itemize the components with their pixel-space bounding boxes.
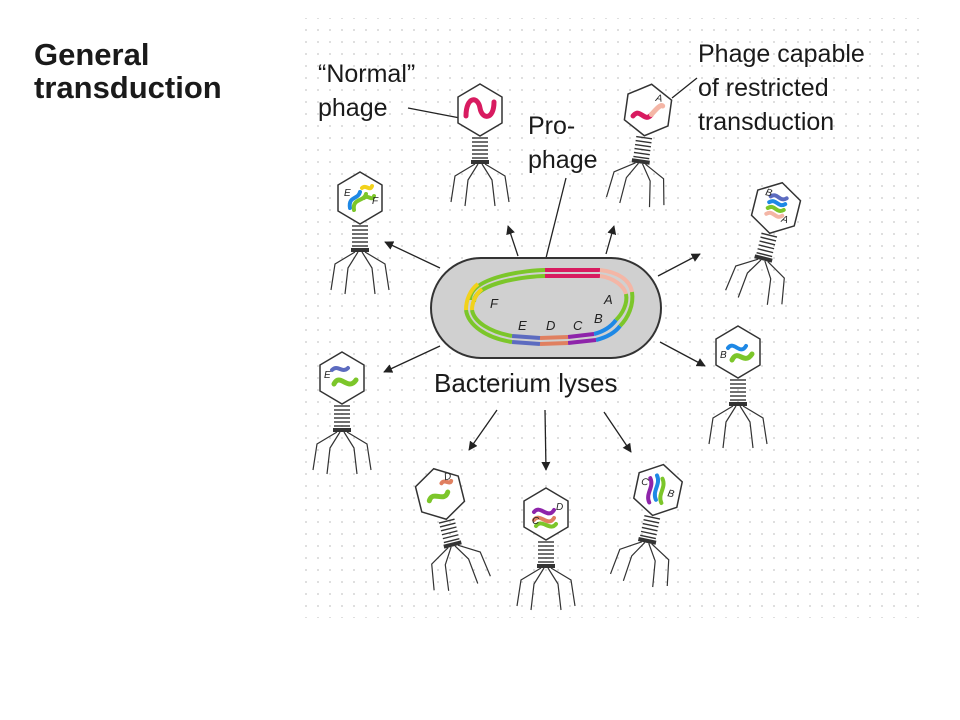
phage-top-left: E F: [330, 171, 390, 295]
bacterium-lyses-label: Bacterium lyses: [434, 368, 618, 398]
normal-phage-line-2: phage: [318, 94, 388, 122]
diagram-title: General transduction: [34, 38, 222, 104]
phage-gene-label: E: [324, 370, 331, 381]
arrow-down-right: [603, 411, 632, 453]
phage-gene-label: C: [640, 476, 650, 488]
arrow-upper-right: [657, 253, 701, 277]
phage-normal: [450, 83, 510, 207]
normal-phage-leader: [407, 107, 461, 119]
gene-label-C: C: [573, 318, 583, 333]
normal-phage-label: “Normal” phage: [318, 60, 422, 122]
arrow-lower-left: [383, 345, 441, 373]
phage-gene-label: F: [372, 196, 379, 207]
phage-right-mid: B: [708, 325, 768, 449]
restricted-phage-label: Phage capable of restricted transduction: [698, 40, 872, 136]
arrow-up-left: [506, 225, 519, 257]
arrow-down: [541, 409, 551, 471]
release-arrows: [383, 225, 706, 471]
phage-gene-label: D: [556, 502, 563, 513]
restricted-line-3: transduction: [698, 108, 834, 136]
phage-dna: [463, 97, 497, 119]
gene-label-D: D: [546, 318, 555, 333]
phage-gene-label: C: [532, 516, 540, 527]
phage-left-mid: E: [312, 351, 372, 475]
prophage-label: Pro- phage: [528, 112, 598, 174]
normal-phage-line-1: “Normal”: [318, 60, 415, 88]
prophage-leader: [544, 177, 567, 263]
bacterial-chromosome: [464, 268, 635, 346]
phage-restricted: A: [605, 83, 673, 208]
arrow-lower-right: [659, 341, 706, 367]
prophage-line-1: Pro-: [528, 112, 575, 140]
restricted-leader: [671, 77, 698, 99]
gene-label-E: E: [518, 318, 527, 333]
restricted-line-2: of restricted: [698, 74, 829, 102]
phage-gene-label: E: [344, 188, 351, 199]
gene-label-A: A: [603, 292, 613, 307]
phage-gene-label: A: [654, 93, 663, 105]
bacterium: F E D C B A: [430, 257, 662, 359]
phage-gene-label: B: [666, 488, 675, 500]
title-line-2: transduction: [34, 70, 222, 105]
arrow-down-left: [468, 409, 498, 451]
gene-label-F: F: [490, 296, 499, 311]
arrow-upper-left: [384, 241, 441, 269]
phage-gene-label: D: [443, 471, 453, 483]
phage-bottom-right: C B: [609, 463, 684, 588]
phage-right-top: B A: [725, 181, 802, 305]
title-line-1: General: [34, 37, 150, 72]
arrow-up-right: [605, 225, 617, 255]
prophage-line-2: phage: [528, 146, 598, 174]
gene-label-B: B: [594, 311, 603, 326]
phage-gene-label: A: [779, 214, 789, 227]
phage-bottom-center: C D: [516, 487, 576, 611]
phage-gene-label: B: [720, 350, 727, 361]
restricted-line-1: Phage capable: [698, 40, 865, 68]
phage-gene-label: B: [764, 187, 773, 199]
phage-bottom-left: D: [414, 467, 491, 591]
